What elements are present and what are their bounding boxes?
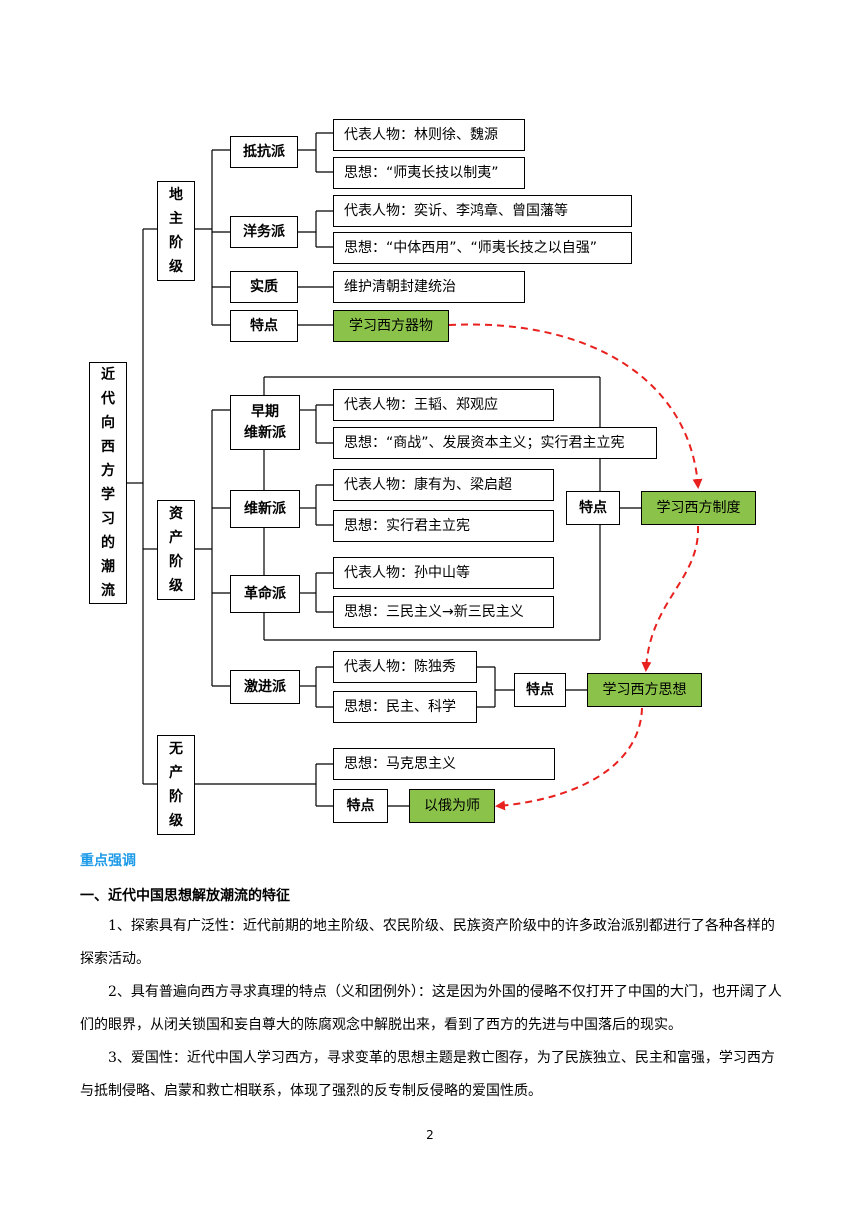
section-title: 重点强调 <box>80 853 136 869</box>
proletariat-feature-label: 特点 <box>333 789 388 823</box>
root-char: 潮 <box>101 559 115 575</box>
resist-faction: 抵抗派 <box>230 136 298 168</box>
landlord-feature-text: 学习西方器物 <box>333 310 449 342</box>
radical-faction: 激进派 <box>230 670 300 704</box>
landlord-char: 地 <box>169 187 183 203</box>
page-number: 2 <box>426 1128 434 1142</box>
westernize-rep: 代表人物：奕䜣、李鸿章、曾国藩等 <box>333 195 632 227</box>
proletariat-char: 阶 <box>169 789 183 805</box>
root-char: 方 <box>101 463 115 479</box>
revolution-rep: 代表人物：孙中山等 <box>333 557 554 589</box>
landlord-char: 阶 <box>169 235 183 251</box>
arrow-to-ideas <box>641 525 700 672</box>
root-char: 近 <box>101 367 115 383</box>
arrow-to-institutions <box>448 323 703 489</box>
bourgeois-char: 级 <box>169 578 183 594</box>
bourgeois-char: 阶 <box>169 554 183 570</box>
reform-rep: 代表人物：康有为、梁启超 <box>333 469 554 501</box>
paragraph-2: 2、具有普遍向西方寻求真理的特点（义和团例外）：这是因为外国的侵略不仅打开了中国… <box>80 984 782 1033</box>
early-reform-idea: 思想：“商战”、发展资本主义；实行君主立宪 <box>333 427 657 459</box>
root-char: 流 <box>101 583 115 599</box>
revolution-idea: 思想：三民主义→新三民主义 <box>333 596 554 628</box>
early-reform-rep: 代表人物：王韬、郑观应 <box>333 389 554 421</box>
root-char: 向 <box>101 415 115 431</box>
radical-idea: 思想：民主、科学 <box>333 691 477 723</box>
bourgeois-class-box: 资产阶级 <box>157 500 195 600</box>
root-char: 习 <box>101 511 115 527</box>
proletariat-char: 无 <box>169 741 183 757</box>
bourgeois-char: 产 <box>169 530 183 546</box>
westernize-idea: 思想：“中体西用”、“师夷长技之以自强” <box>333 232 632 264</box>
westernize-faction: 洋务派 <box>230 216 298 248</box>
root-char: 的 <box>101 535 115 551</box>
resist-idea: 思想：“师夷长技以制夷” <box>333 157 525 189</box>
bourgeois-feature-text: 学习西方制度 <box>641 491 756 525</box>
root-char: 代 <box>101 391 115 407</box>
section-heading: 一、近代中国思想解放潮流的特征 <box>80 888 290 904</box>
bourgeois-char: 资 <box>169 506 183 522</box>
landlord-char: 级 <box>169 259 183 275</box>
early-reform-line1: 早期 <box>251 403 279 420</box>
landlord-char: 主 <box>169 211 183 227</box>
reform-faction: 维新派 <box>230 490 300 528</box>
proletariat-class-box: 无产阶级 <box>157 735 195 835</box>
early-reform-faction: 早期 维新派 <box>230 395 300 450</box>
radical-rep: 代表人物：陈独秀 <box>333 651 477 683</box>
root-box: 近代向西方学习的潮流 <box>89 362 127 604</box>
arrow-to-russia <box>495 707 643 811</box>
radical-feature-label: 特点 <box>514 673 566 707</box>
proletariat-char: 产 <box>169 765 183 781</box>
root-char: 西 <box>101 439 115 455</box>
essence-text: 维护清朝封建统治 <box>333 271 525 303</box>
landlord-class-box: 地主阶级 <box>157 181 195 281</box>
proletariat-char: 级 <box>169 813 183 829</box>
revolution-faction: 革命派 <box>230 575 300 613</box>
paragraph-1: 1、探索具有广泛性：近代前期的地主阶级、农民阶级、民族资产阶级中的许多政治派别都… <box>80 918 775 967</box>
resist-rep: 代表人物：林则徐、魏源 <box>333 119 525 151</box>
root-char: 学 <box>101 487 115 503</box>
proletariat-feature-text: 以俄为师 <box>409 789 495 823</box>
landlord-feature-label: 特点 <box>230 310 298 342</box>
essence-label: 实质 <box>230 271 298 303</box>
proletariat-idea: 思想：马克思主义 <box>333 748 555 780</box>
bourgeois-feature-label: 特点 <box>566 491 620 525</box>
reform-idea: 思想：实行君主立宪 <box>333 510 554 542</box>
radical-feature-text: 学习西方思想 <box>587 673 702 707</box>
paragraph-3: 3、爱国性：近代中国人学习西方，寻求变革的思想主题是救亡图存，为了民族独立、民主… <box>80 1050 775 1099</box>
early-reform-line2: 维新派 <box>244 424 286 441</box>
